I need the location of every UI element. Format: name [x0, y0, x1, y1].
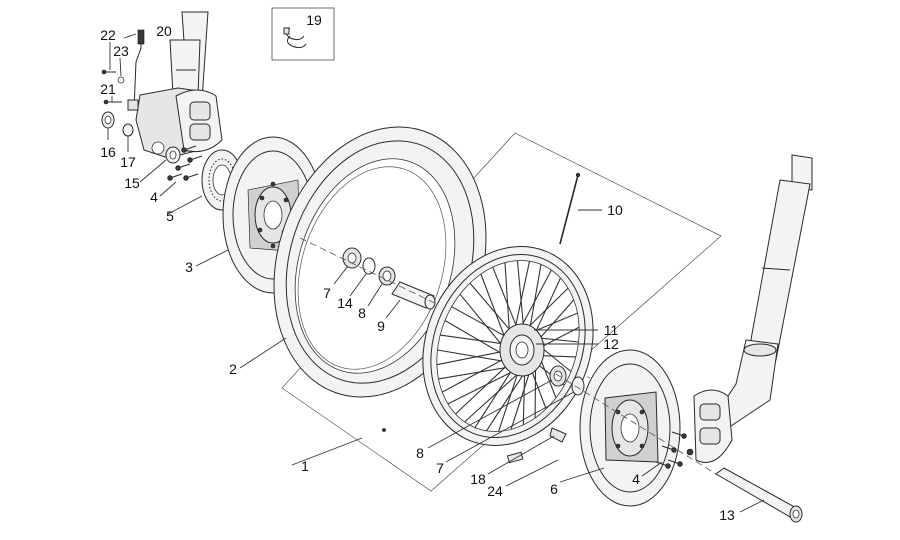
callout-8-left: 8: [358, 305, 366, 321]
callout-18: 18: [470, 471, 486, 487]
rim-spoke: [492, 266, 520, 334]
callout-13: 13: [719, 507, 735, 523]
seal-hub-right: [571, 376, 585, 396]
callout-9: 9: [377, 318, 385, 334]
callout-labels: 1 2 3 4 5 15 16 17 19 20 21 22 23 7 14 8…: [100, 12, 735, 523]
callout-22: 22: [100, 27, 116, 43]
circlip: [362, 257, 376, 275]
callout-5: 5: [166, 208, 174, 224]
rim-spoke: [455, 360, 512, 415]
leader-lines: [107, 33, 765, 513]
axis-line-lower: [555, 373, 717, 475]
speed-sensor: [127, 29, 145, 111]
callout-7-right: 7: [436, 460, 444, 476]
right-disc-bolts: [655, 431, 687, 469]
rim-spoke: [517, 269, 552, 335]
callout-15: 15: [124, 175, 140, 191]
callout-4-left: 4: [150, 189, 158, 205]
bearing-hub-right: [549, 365, 567, 387]
spoked-rim: [422, 246, 594, 446]
callout-2: 2: [229, 361, 237, 377]
left-seal: [122, 123, 134, 137]
rim-spoke: [516, 260, 525, 334]
left-disc-bolts: [167, 145, 203, 181]
right-brake-disc: [579, 349, 681, 507]
callout-10: 10: [607, 202, 623, 218]
rim-spoke: [441, 355, 510, 393]
callout-11: 11: [604, 322, 619, 338]
callout-19: 19: [306, 12, 322, 28]
callout-16: 16: [100, 144, 116, 160]
callout-1: 1: [301, 458, 309, 474]
part-19-box: [271, 7, 335, 61]
left-spacer: [101, 111, 115, 129]
rim-spoke: [498, 366, 521, 432]
right-brake-caliper: [686, 389, 733, 463]
bearing-left: [342, 247, 362, 269]
callout-24: 24: [487, 483, 503, 499]
rim-spoke: [437, 349, 513, 364]
callout-23: 23: [113, 43, 129, 59]
callout-7-left: 7: [323, 285, 331, 301]
rim-spoke: [504, 262, 511, 342]
rim-dot: [382, 428, 386, 432]
callout-14: 14: [337, 295, 353, 311]
single-spoke: [559, 172, 581, 245]
front-axle: [715, 467, 803, 523]
rim-spoke: [447, 366, 522, 405]
tire-valve: [549, 427, 567, 443]
callout-8-right: 8: [416, 445, 424, 461]
callout-21: 21: [100, 81, 116, 97]
rim-spoke: [474, 364, 516, 428]
axle-spacer-tube: [391, 281, 436, 310]
rim-spoke: [469, 282, 516, 336]
left-brake-caliper: [175, 89, 223, 153]
rim-spoke: [444, 320, 510, 359]
bearing-right: [378, 266, 396, 286]
callout-4-right: 4: [632, 471, 640, 487]
callout-6: 6: [550, 481, 558, 497]
rim-spoke: [528, 264, 542, 336]
rim-spoke: [459, 293, 509, 353]
left-bushing: [165, 146, 181, 164]
rim-spoke: [451, 306, 512, 340]
sensor-bolts: [101, 69, 125, 105]
rim-spoke: [534, 299, 575, 345]
rim-spoke: [436, 349, 509, 366]
callout-20: 20: [156, 23, 172, 39]
right-fork-leg: [711, 154, 813, 433]
callout-3: 3: [185, 259, 193, 275]
rim-spoke: [532, 277, 561, 340]
rim-spoke: [512, 261, 531, 337]
rim-spoke: [440, 334, 509, 346]
callout-17: 17: [120, 154, 136, 170]
rim-spoke: [438, 365, 517, 380]
callout-12: 12: [603, 336, 619, 352]
